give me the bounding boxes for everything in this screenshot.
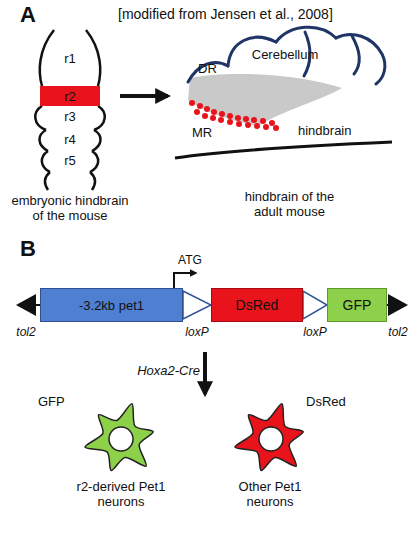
rhombomere-band: r2 — [40, 86, 100, 106]
cerebellum-outline — [188, 27, 385, 84]
r1-left — [40, 30, 54, 86]
region-label: MR — [192, 126, 222, 141]
r4-left — [39, 130, 48, 151]
neuron-body — [235, 404, 303, 471]
neuron-dot — [227, 113, 233, 119]
hindbrain-outline — [175, 142, 392, 158]
neuron-dot — [263, 124, 269, 130]
start-site-arrow — [174, 273, 196, 288]
neuron-cell: GFP — [82, 400, 160, 478]
region-label: Cerebellum — [240, 48, 330, 63]
r3-right — [94, 106, 105, 130]
neuron-nucleus — [109, 427, 133, 451]
neuron-cell: DsRed — [232, 400, 310, 478]
neuron-outline — [82, 400, 160, 478]
cerebellum-fold — [188, 63, 228, 82]
neuron-dot — [245, 122, 251, 128]
cerebellum-fold — [336, 35, 385, 84]
r4-right — [92, 130, 101, 151]
region-label: hindbrain — [298, 124, 378, 139]
neuron-dot — [204, 106, 210, 112]
promoter-box: -3.2kb pet1 — [40, 288, 183, 322]
node-text: GFP — [38, 394, 65, 409]
start-codon-label: ATG — [165, 254, 215, 268]
stage-caption: hindbrain of the adult mouse — [232, 190, 347, 220]
loxp-label: loxP — [297, 326, 333, 340]
neuron-dot — [211, 109, 217, 115]
neuron-dot — [218, 117, 224, 123]
tol2-label: tol2 — [6, 326, 46, 340]
panel-letter: A — [20, 2, 50, 27]
reporter-box: DsRed — [211, 288, 303, 322]
neuron-dot — [254, 123, 260, 129]
neuron-dot — [210, 115, 216, 121]
stage-caption: embryonic hindbrain of the mouse — [5, 194, 135, 224]
node-text: DsRed — [306, 394, 346, 409]
cell-label: Other Pet1 neurons — [220, 480, 320, 510]
neuron-body — [85, 404, 153, 471]
neuron-dot — [269, 120, 275, 126]
neuron-dot — [251, 117, 257, 123]
tol2-triangle — [16, 294, 36, 316]
development-arrow — [120, 94, 168, 98]
neuron-dot — [236, 121, 242, 127]
neuron-dot — [243, 116, 249, 122]
neuron-dot — [219, 111, 225, 117]
node-text: -3.2kb pet1 — [79, 298, 144, 313]
neuron-dot — [197, 103, 203, 109]
panel-letter: B — [20, 236, 50, 261]
rhombomere-label: r5 — [50, 154, 90, 169]
loxp-label: loxP — [179, 326, 215, 340]
rhombomere-label: r1 — [50, 52, 90, 67]
tail-left — [45, 172, 50, 190]
cre-arrow — [203, 352, 207, 394]
reporter-box: GFP — [327, 288, 387, 322]
neuron-dot — [202, 113, 208, 119]
r1-right — [86, 30, 100, 86]
region-label: DR — [198, 62, 228, 77]
tol2-triangle — [388, 294, 408, 316]
tail-right — [90, 172, 95, 190]
loxp-triangle — [303, 291, 327, 319]
neuron-dot — [189, 100, 195, 106]
cre-label: Hoxa2-Cre — [122, 364, 200, 379]
citation-note: [modified from Jensen et al., 2008] — [118, 6, 413, 22]
embryonic-hindbrain-outline — [35, 30, 104, 190]
r5-left — [42, 151, 50, 172]
node-text: GFP — [343, 297, 372, 313]
neuron-dot — [227, 119, 233, 125]
cell-label: r2-derived Pet1 neurons — [56, 480, 186, 510]
raphe-region — [188, 74, 342, 126]
tol2-label: tol2 — [378, 326, 417, 340]
rhombomere-label: r4 — [50, 133, 90, 148]
r5-right — [90, 151, 98, 172]
neuron-nucleus — [259, 427, 283, 451]
node-text: DsRed — [236, 297, 279, 313]
cerebellum-fold — [352, 36, 359, 74]
neuron-outline — [232, 400, 310, 478]
r3-left — [35, 106, 46, 130]
neuron-dot — [273, 125, 279, 131]
neuron-dot — [194, 109, 200, 115]
node-text: r2 — [64, 89, 76, 104]
rhombomere-label: r3 — [50, 110, 90, 125]
neuron-dot — [260, 118, 266, 124]
loxp-triangle — [183, 291, 211, 319]
neuron-dot — [235, 115, 241, 121]
